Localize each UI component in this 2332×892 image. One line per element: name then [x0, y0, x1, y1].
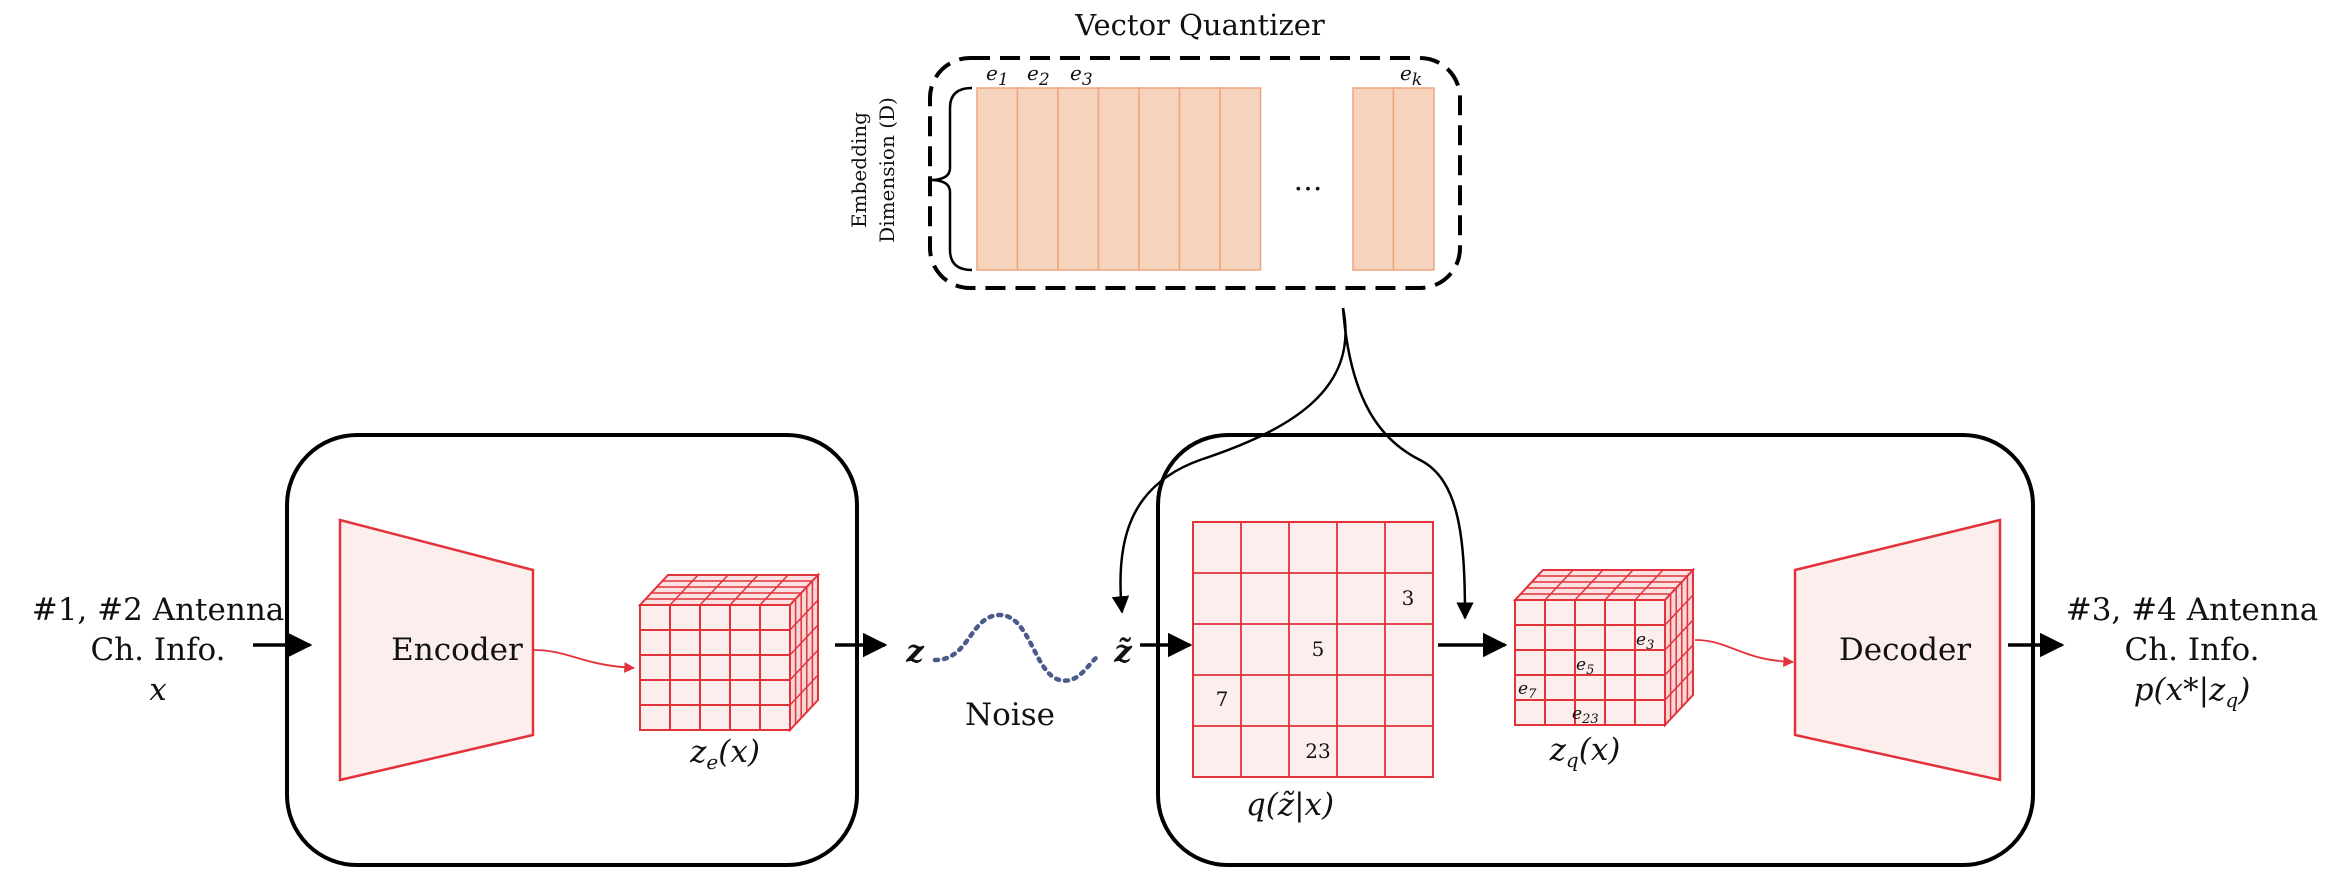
zq-cell-e3: e3	[1636, 630, 1654, 653]
vq-to-ztilde-curve	[1111, 307, 1347, 614]
cube-grid-line	[729, 574, 759, 606]
cube-top-face	[1512, 569, 1696, 601]
vq-title: Vector Quantizer	[1074, 8, 1325, 42]
cube-top-face	[637, 574, 821, 606]
encoder-trapezoid	[338, 518, 535, 782]
ztilde-symbol: z̃	[1113, 634, 1133, 670]
codebook-label-e1: e1	[986, 61, 1009, 90]
zq-cube	[1512, 567, 1696, 728]
input-symbol: x	[149, 672, 167, 708]
codebook-vector-2	[1016, 87, 1059, 271]
ze-cube	[637, 572, 821, 733]
embedding-label-line1: Embedding	[847, 112, 871, 228]
codebook-vector-6	[1178, 87, 1221, 271]
grid-frame	[1192, 521, 1434, 778]
codebook-label-ek: ek	[1400, 61, 1422, 90]
grid-cell-5: 5	[1312, 637, 1325, 661]
output-symbol: p(x*|zq)	[2134, 672, 2251, 712]
codebook-label-e2: e2	[1027, 61, 1050, 90]
cube-grid-line	[789, 624, 819, 656]
codebook-vector-1	[976, 87, 1019, 271]
codebook-vector-7	[1219, 87, 1262, 271]
cube-grid-line	[789, 674, 819, 706]
cube-front-face	[1514, 599, 1666, 726]
codebook-vector-4	[1097, 87, 1140, 271]
codebook-ellipsis: …	[1294, 163, 1323, 197]
cube-grid-line	[669, 574, 699, 606]
vq-dashed-box	[928, 56, 1462, 290]
ze-label: ze(x)	[689, 734, 760, 774]
embedding-brace	[929, 86, 973, 272]
output-line2: Ch. Info.	[2124, 632, 2259, 668]
encoder-to-ze-arrow	[532, 649, 636, 673]
zq-label: zq(x)	[1549, 732, 1621, 772]
cube-grid-line	[1544, 569, 1574, 601]
decoder-trapezoid	[1793, 518, 2002, 782]
vq-to-zq-curve	[1341, 307, 1474, 620]
z-symbol: z	[905, 634, 925, 670]
cube-grid-line	[699, 574, 729, 606]
cube-grid-line	[1664, 669, 1694, 701]
decoder-block	[1156, 433, 2035, 867]
codebook-vector-8	[1352, 87, 1395, 271]
zq-cell-e23: e23	[1572, 704, 1599, 727]
input-line1: #1, #2 Antenna	[32, 592, 285, 628]
noise-wave	[932, 612, 1103, 683]
input-line2: Ch. Info.	[90, 632, 225, 668]
codebook-label-e3: e3	[1070, 61, 1093, 90]
cube-grid-line	[789, 649, 819, 681]
embedding-dimension-label: Embedding Dimension (D)	[847, 97, 899, 243]
cube-grid-line	[1574, 569, 1604, 601]
cube-grid-line	[1664, 644, 1694, 676]
codebook	[976, 87, 1435, 271]
encoder-block	[285, 433, 859, 867]
zq-cell-e5: e5	[1576, 655, 1594, 678]
cube-grid-line	[789, 599, 819, 631]
codebook-vector-5	[1138, 87, 1181, 271]
encoder-label: Encoder	[391, 632, 523, 668]
cube-grid-line	[1604, 569, 1634, 601]
q-label: q(z̃|x)	[1246, 787, 1334, 823]
quantizer-grid	[1192, 521, 1434, 778]
noise-label: Noise	[965, 697, 1055, 733]
decoder-label: Decoder	[1839, 632, 1971, 668]
grid-cell-3: 3	[1402, 586, 1415, 610]
codebook-vector-3	[1057, 87, 1100, 271]
grid-cell-23: 23	[1305, 739, 1330, 763]
grid-cell-7: 7	[1216, 687, 1229, 711]
cube-grid-line	[1664, 619, 1694, 651]
embedding-label-line2: Dimension (D)	[875, 97, 899, 243]
cube-front-face	[639, 604, 791, 731]
codebook-vector-9	[1392, 87, 1435, 271]
cube-grid-line	[1664, 594, 1694, 626]
output-line1: #3, #4 Antenna	[2066, 592, 2319, 628]
cube-grid-line	[1634, 569, 1664, 601]
zq-cell-e7: e7	[1518, 679, 1537, 702]
zq-to-decoder-arrow	[1694, 639, 1795, 668]
cube-grid-line	[759, 574, 789, 606]
